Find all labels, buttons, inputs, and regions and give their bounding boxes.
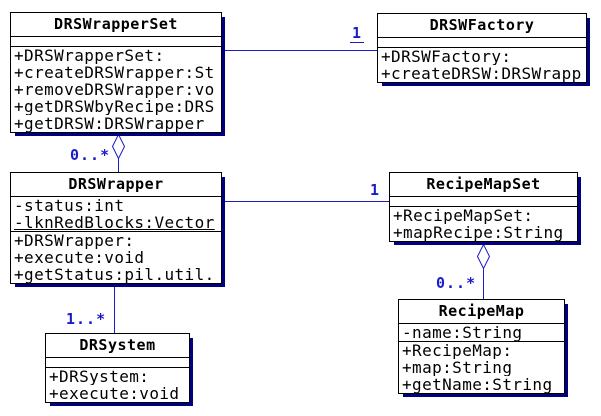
aggregation-line-recipemapset-recipemap[interactable]: [483, 269, 484, 299]
attributes-compartment: [46, 358, 189, 368]
association-line-drswrapper-recipemapset[interactable]: [222, 201, 389, 202]
class-title[interactable]: DRSWrapperSet: [11, 13, 221, 37]
aggregation-line-drswrapperset-drswrapper[interactable]: [118, 159, 119, 172]
method-row[interactable]: +RecipeMap:: [402, 342, 513, 359]
class-box-recipemap[interactable]: RecipeMap -name:String +RecipeMap: +map:…: [398, 299, 565, 394]
method-row[interactable]: +execute:void: [49, 385, 180, 402]
attribute-row[interactable]: -name:String: [402, 324, 523, 341]
method-row[interactable]: +RecipeMapSet:: [393, 207, 534, 224]
multiplicity-label-drswrapper[interactable]: 0..*: [70, 146, 111, 164]
attributes-compartment: -status:int -lknRedBlocks:Vector: [11, 197, 221, 232]
class-box-drswrapper[interactable]: DRSWrapper -status:int -lknRedBlocks:Vec…: [10, 172, 222, 284]
attribute-row[interactable]: -lknRedBlocks:Vector: [14, 214, 215, 231]
method-row[interactable]: +createDRSWrapper:St: [14, 64, 215, 81]
attributes-compartment: [390, 197, 577, 207]
methods-compartment: +DRSWFactory: +createDRSW:DRSWrapp: [378, 48, 586, 82]
aggregation-diamond-icon[interactable]: [112, 134, 125, 159]
method-row[interactable]: +DRSWrapperSet:: [14, 47, 165, 64]
class-box-drswrapperset[interactable]: DRSWrapperSet +DRSWrapperSet: +createDRS…: [10, 12, 222, 133]
method-row[interactable]: +getStatus:pil.util.: [14, 266, 215, 283]
class-title[interactable]: DRSWFactory: [378, 14, 586, 38]
attribute-row[interactable]: -status:int: [14, 197, 125, 214]
association-line-drswrapperset-drswfactory[interactable]: [222, 50, 378, 51]
class-title[interactable]: RecipeMap: [399, 300, 564, 324]
method-row[interactable]: +getDRSWbyRecipe:DRS: [14, 98, 215, 115]
method-row[interactable]: +execute:void: [14, 249, 145, 266]
method-row[interactable]: +getDRSW:DRSWrapper: [14, 115, 205, 132]
methods-compartment: +RecipeMapSet: +mapRecipe:String: [390, 207, 577, 241]
attributes-compartment: -name:String: [399, 324, 564, 342]
multiplicity-label-recipemap[interactable]: 0..*: [436, 274, 477, 292]
multiplicity-label-drsystem[interactable]: 1..*: [66, 310, 107, 328]
method-row[interactable]: +DRSystem:: [49, 368, 150, 385]
class-title[interactable]: RecipeMapSet: [390, 173, 577, 197]
methods-compartment: +RecipeMap: +map:String +getName:String: [399, 342, 564, 393]
attributes-compartment: [11, 37, 221, 47]
attributes-compartment: [378, 38, 586, 48]
method-row[interactable]: +mapRecipe:String: [393, 224, 564, 241]
aggregation-diamond-icon[interactable]: [477, 244, 490, 269]
methods-compartment: +DRSWrapper: +execute:void +getStatus:pi…: [11, 232, 221, 283]
class-box-drswfactory[interactable]: DRSWFactory +DRSWFactory: +createDRSW:DR…: [377, 13, 587, 83]
method-row[interactable]: +DRSWrapper:: [14, 232, 135, 249]
class-title[interactable]: DRSystem: [46, 334, 189, 358]
multiplicity-label-recipemapset[interactable]: 1: [370, 181, 381, 199]
method-row[interactable]: +map:String: [402, 359, 513, 376]
association-line-drswrapper-drsystem[interactable]: [114, 285, 115, 333]
methods-compartment: +DRSWrapperSet: +createDRSWrapper:St +re…: [11, 47, 221, 132]
method-row[interactable]: +createDRSW:DRSWrapp: [381, 65, 582, 82]
method-row[interactable]: +DRSWFactory:: [381, 48, 512, 65]
class-box-recipemapset[interactable]: RecipeMapSet +RecipeMapSet: +mapRecipe:S…: [389, 172, 578, 242]
methods-compartment: +DRSystem: +execute:void: [46, 368, 189, 402]
class-title[interactable]: DRSWrapper: [11, 173, 221, 197]
method-row[interactable]: +removeDRSWrapper:vo: [14, 81, 215, 98]
method-row[interactable]: +getName:String: [402, 376, 553, 393]
class-box-drsystem[interactable]: DRSystem +DRSystem: +execute:void: [45, 333, 190, 403]
multiplicity-label-drswfactory[interactable]: 1: [350, 24, 365, 43]
